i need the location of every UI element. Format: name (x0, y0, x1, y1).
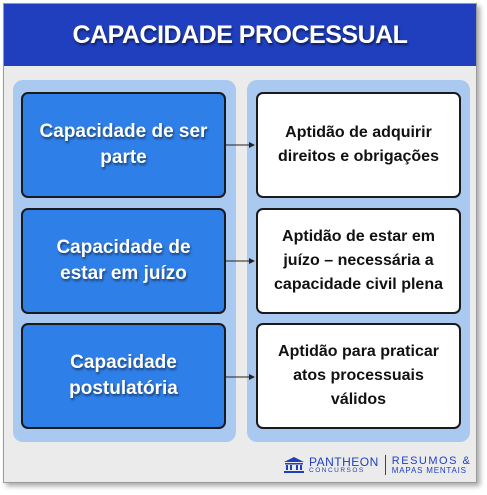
definition-box-ser-parte: Aptidão de adquirir direitos e obrigaçõe… (256, 92, 461, 198)
product-line-1: RESUMOS & (391, 454, 472, 467)
title-bar: CAPACIDADE PROCESSUAL (4, 4, 476, 66)
concept-box-ser-parte: Capacidade de ser parte (21, 92, 226, 198)
concept-box-estar-em-juizo: Capacidade de estar em juízo (21, 208, 226, 314)
product-line: RESUMOS & MAPAS MENTAIS (391, 454, 472, 475)
temple-logo-icon (284, 457, 304, 473)
brand-divider (384, 455, 386, 475)
definition-box-estar-em-juizo: Aptidão de estar em juízo – necessária a… (256, 208, 461, 314)
definition-box-postulatoria: Aptidão para praticar atos processuais v… (256, 323, 461, 429)
brand-footer: PANTHEON CONCURSOS RESUMOS & MAPAS MENTA… (283, 454, 471, 476)
concept-box-postulatoria: Capacidade postulatória (21, 323, 226, 429)
brand-name-sub: CONCURSOS (309, 466, 365, 474)
brand-name: PANTHEON CONCURSOS (309, 456, 379, 475)
brand-name-main: PANTHEON (309, 454, 379, 469)
product-line-2: MAPAS MENTAIS (391, 465, 467, 475)
diagram-title: CAPACIDADE PROCESSUAL (72, 20, 408, 49)
